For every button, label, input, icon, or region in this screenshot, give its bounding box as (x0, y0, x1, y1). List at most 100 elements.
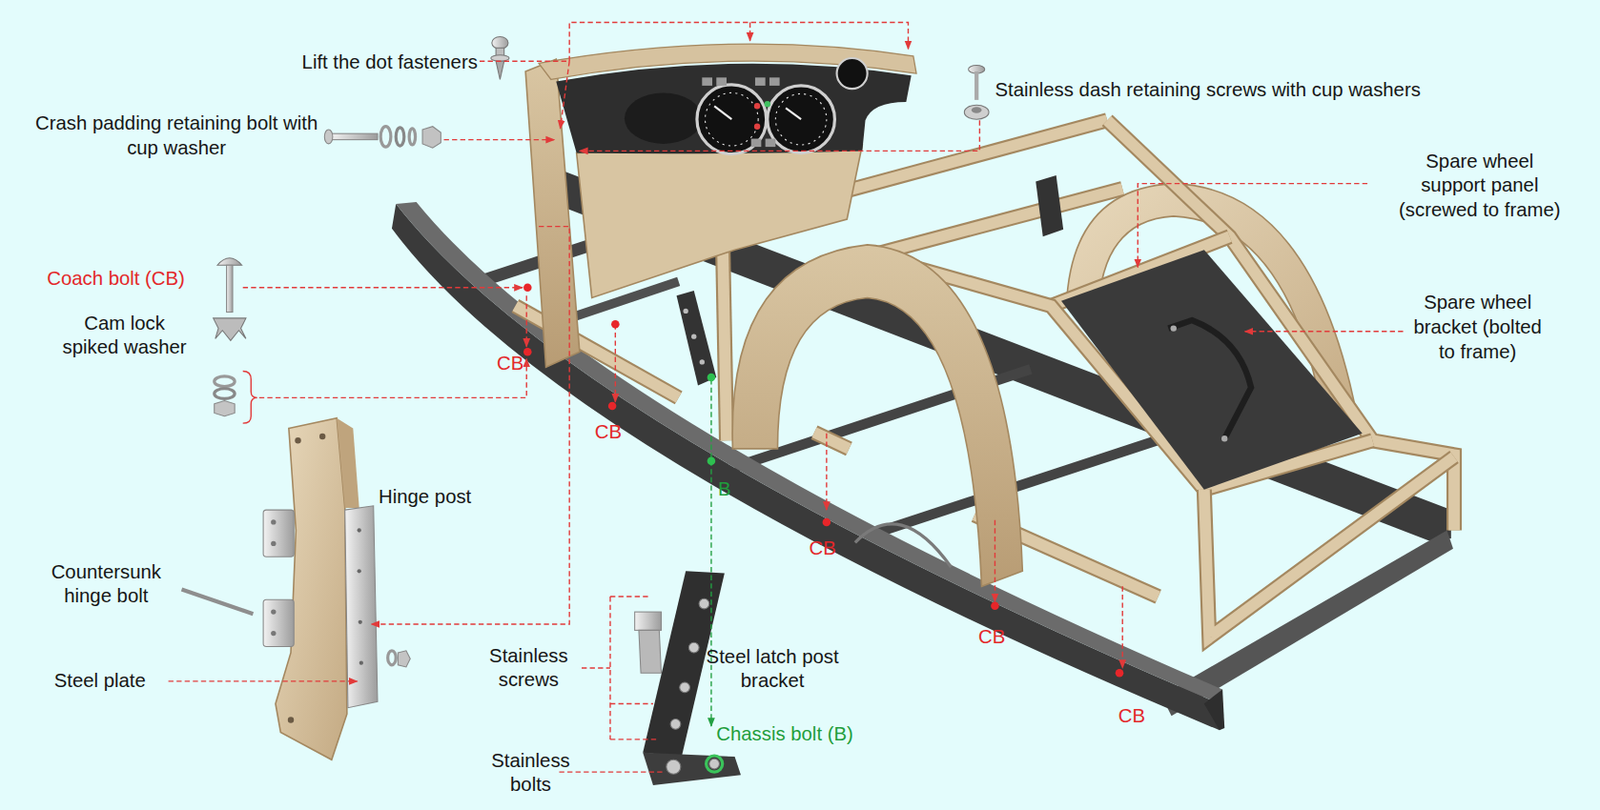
leader-lines (710, 379, 712, 727)
leader-lines (825, 433, 827, 511)
leader-lines (168, 22, 1404, 774)
crash-padding-bolt (324, 129, 333, 144)
latch-post-bracket-part (709, 758, 720, 770)
part-label: Stainless bolts (479, 749, 582, 799)
leader-lines (168, 680, 358, 682)
dashboard-scuttle (837, 58, 868, 89)
bolt-hole-markers (1115, 669, 1125, 678)
bolt-hole-markers (990, 601, 1000, 611)
latch-post-bracket-part (638, 630, 662, 674)
bolt-hole-markers (523, 284, 1124, 678)
bolt-callout: CB (971, 625, 1013, 650)
wood-body-frame (814, 432, 849, 450)
wood-body-frame (1204, 456, 1455, 637)
leader-lines (558, 771, 663, 773)
dashboard-scuttle (576, 144, 863, 299)
lift-the-dot-fastener (491, 37, 510, 81)
dashboard-scuttle (714, 105, 732, 120)
hinge-post-part (357, 569, 362, 574)
dash-screw-cup-washer (971, 106, 983, 113)
bolt-callout: CB (801, 536, 843, 561)
washer-nut (214, 389, 235, 400)
dashboard-scuttle (764, 101, 771, 107)
hinge-post-part (270, 631, 276, 636)
hinge-post-part (345, 506, 378, 709)
chassis-frame (855, 524, 952, 568)
bolt-hole-markers (523, 284, 533, 293)
leader-lines (243, 287, 523, 288)
part-label: Stainless screws (477, 643, 580, 693)
hinge-post-part (270, 519, 276, 525)
hinge-post-part (357, 528, 362, 533)
wood-body-frame (732, 245, 1023, 588)
crash-padding-bolt (395, 127, 405, 146)
coach-bolt-part (226, 265, 233, 312)
spare-wheel-panel (1168, 320, 1252, 439)
dashboard-scuttle (705, 92, 759, 146)
bolt-hole-markers (611, 320, 620, 329)
dashboard-scuttle (751, 139, 762, 148)
lift-the-dot-fastener (491, 55, 510, 62)
latch-post-bracket-part (706, 756, 723, 773)
dashboard-scuttle (525, 43, 917, 368)
part-label: Crash padding retaining bolt with cup wa… (32, 111, 321, 161)
washer-nut (214, 376, 235, 388)
hinge-post-part (319, 433, 326, 440)
wood-body-frame (514, 306, 678, 398)
dashboard-scuttle (765, 139, 777, 148)
spare-wheel-panel (1061, 249, 1363, 490)
latch-post-bracket-part (635, 571, 741, 786)
bolt-callout: CB (490, 351, 532, 376)
leader-lines (749, 22, 751, 42)
spare-wheel-panel (1221, 435, 1228, 442)
lift-the-dot-fastener (495, 61, 505, 80)
leader-lines (479, 22, 908, 62)
spare-wheel-panel (1170, 325, 1177, 331)
bolt-callout: CB (587, 420, 629, 445)
wood-body-frame (1204, 456, 1455, 637)
wood-body-frame (722, 229, 727, 442)
hinge-post-part (263, 599, 294, 647)
latch-bracket-fitted (691, 333, 697, 339)
part-label: Lift the dot fasteners (302, 50, 478, 75)
leader-lines (1245, 330, 1404, 332)
dashboard-scuttle (785, 107, 801, 120)
latch-bracket-fitted (699, 359, 705, 365)
washer-nut (214, 371, 258, 425)
latch-post-bracket-part (670, 718, 681, 730)
dash-screw-cup-washer (964, 104, 989, 120)
bolt-callout: B (709, 477, 740, 502)
latch-post-bracket-part (642, 753, 741, 786)
bolt-hole-markers (608, 402, 617, 411)
crash-padding-bolt (324, 126, 441, 148)
latch-bracket-fitted (682, 308, 688, 314)
key-label: Coach bolt (CB) (46, 266, 185, 290)
dashboard-scuttle (755, 77, 766, 86)
part-label: Stainless dash retaining screws with cup… (994, 77, 1420, 102)
latch-bracket-fitted (676, 290, 718, 387)
part-label: Steel plate (54, 669, 146, 694)
hinge-post-part (397, 651, 411, 668)
chassis-frame (1204, 689, 1225, 731)
coach-bolt-part (213, 258, 247, 342)
hinge-post-part (336, 418, 360, 509)
bolt-hole-markers (523, 348, 533, 357)
part-label: Steel latch post bracket (696, 645, 850, 695)
crash-padding-bolt (380, 126, 391, 147)
leader-lines (371, 226, 571, 625)
latch-post-bracket-part (688, 642, 699, 654)
lift-the-dot-fastener (492, 37, 509, 50)
leader-lines (994, 520, 996, 603)
wood-body-frame (722, 229, 727, 442)
leader-lines (526, 295, 528, 348)
hinge-post-part (270, 541, 276, 547)
spare-wheel-panel (1061, 249, 1363, 490)
leader-lines (560, 61, 571, 129)
part-label: Hinge post (378, 484, 472, 509)
latch-bracket-fitted (676, 290, 718, 387)
bolt-hole-markers (707, 456, 717, 466)
hinge-post-part (181, 590, 253, 616)
dashboard-scuttle (624, 92, 702, 144)
latch-post-bracket-part (635, 612, 662, 631)
